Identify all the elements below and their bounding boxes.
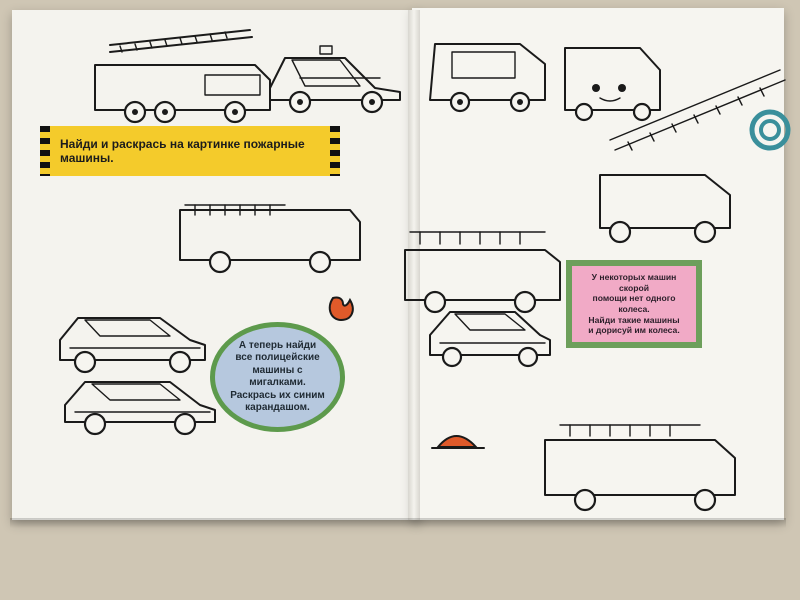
flame-icon: [328, 296, 354, 322]
page-shadow: [10, 518, 786, 528]
checker-pattern-left: [40, 126, 50, 176]
fire-truck-left-middle: [179, 204, 361, 274]
police-car-left: [59, 317, 206, 374]
fire-helmet-orange: [431, 435, 485, 449]
instruction-text: Найди и раскрась на картинке пожарные ма…: [60, 137, 305, 165]
instruction-find-fire-trucks: Найди и раскрась на картинке пожарные ма…: [40, 126, 340, 176]
ambulance-van-top-right: [429, 43, 546, 113]
fire-truck-bottom-right: [544, 424, 736, 512]
fire-truck-ladder-right: [599, 69, 786, 244]
instruction-ambulance-wheels: У некоторых машин скорой помощи нет одно…: [566, 260, 702, 348]
fire-truck-right-middle: [404, 231, 561, 314]
police-car-right-middle: [429, 311, 551, 368]
instruction-text: А теперь найди все полицейские машины с …: [230, 339, 325, 414]
instruction-find-police-cars: А теперь найди все полицейские машины с …: [210, 322, 345, 432]
instruction-text: У некоторых машин скорой помощи нет одно…: [588, 271, 680, 336]
fire-hose-icon: [749, 109, 791, 151]
car-top: [269, 45, 401, 114]
fire-truck-ladder-top-left: [94, 29, 271, 124]
ambulance-cartoon-top-right: [564, 47, 661, 122]
page-gutter: [408, 10, 420, 520]
police-car-left-lower: [64, 381, 216, 436]
checker-pattern-right: [330, 126, 340, 176]
